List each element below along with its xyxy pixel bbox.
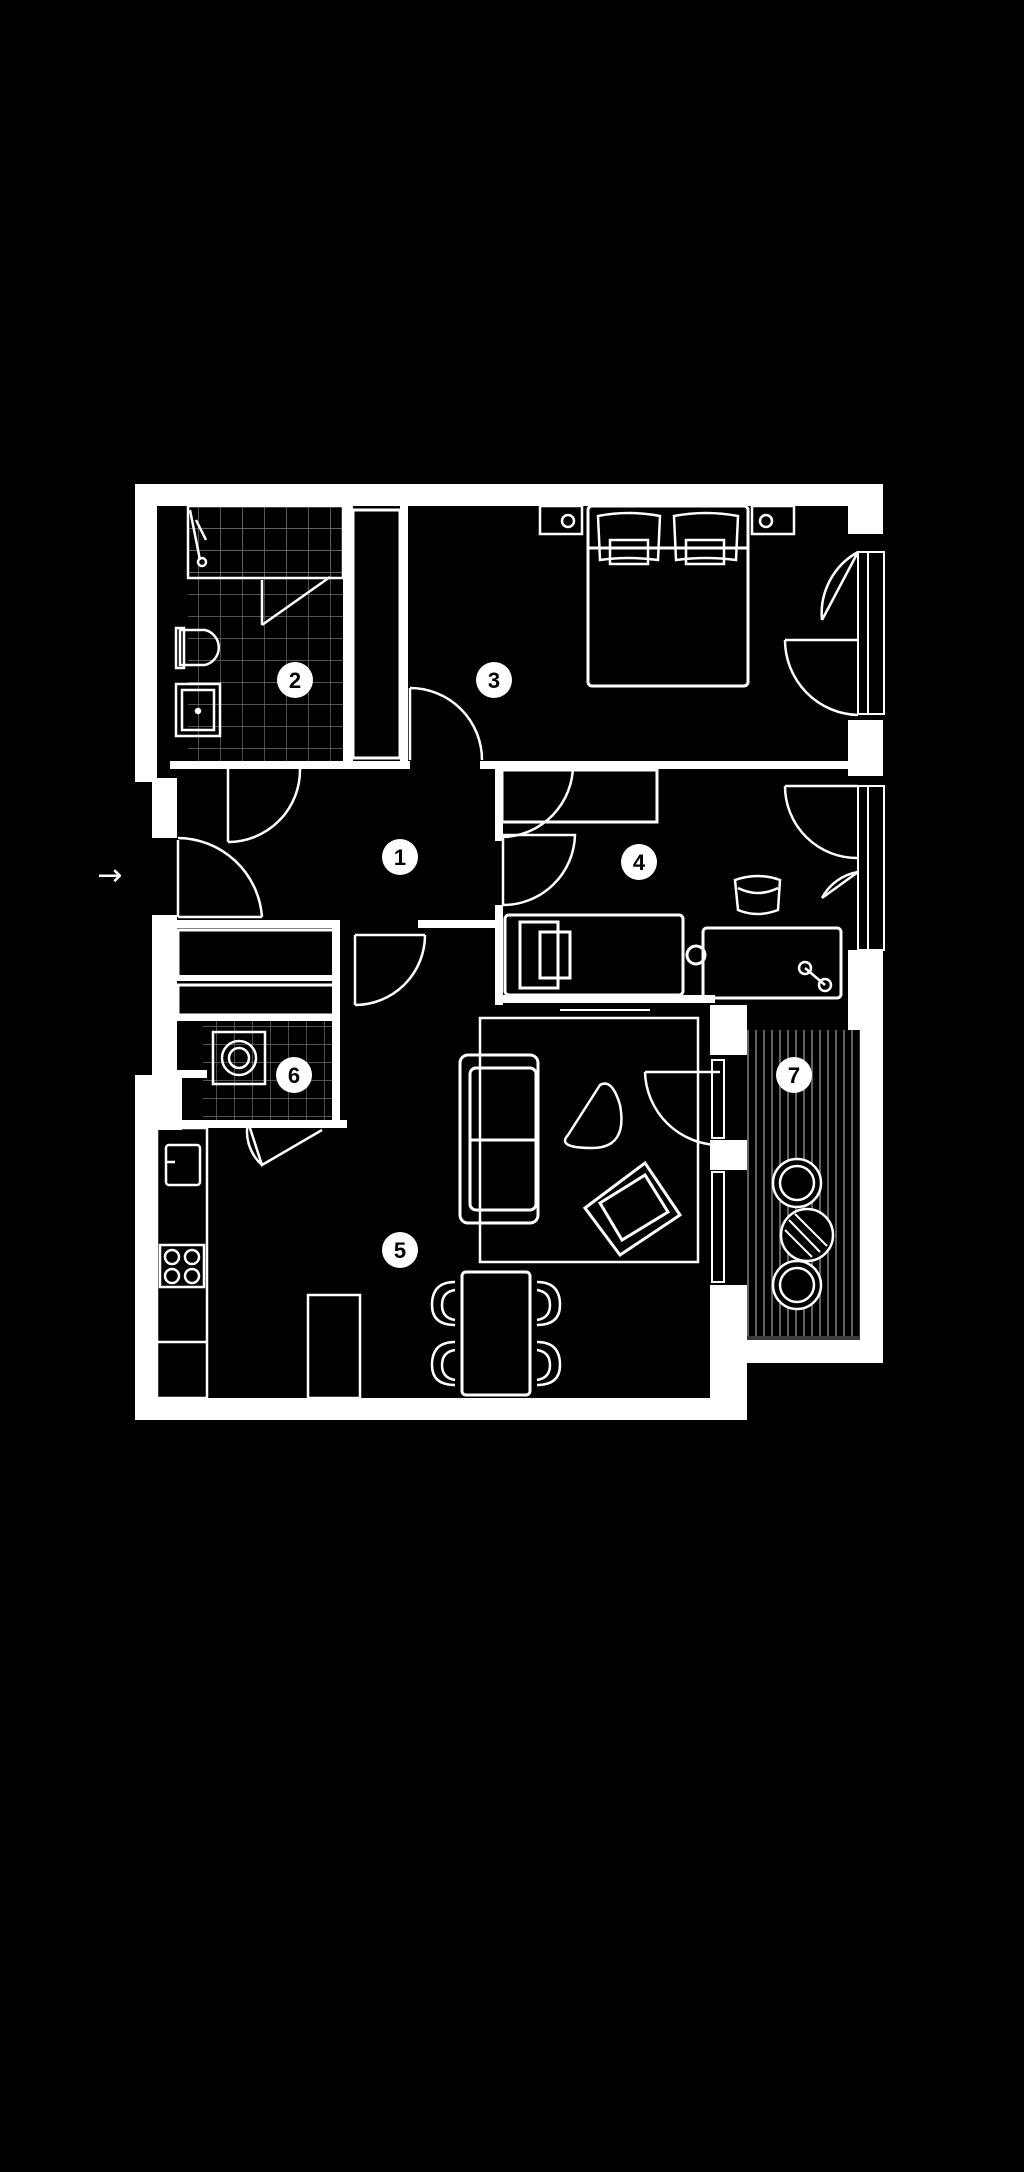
shower-icon (186, 504, 345, 580)
desk-icon (685, 926, 843, 1000)
room-label-bathroom: 2 (277, 662, 313, 698)
room-label-bedroom-2: 4 (621, 844, 657, 880)
utility-floor (203, 1020, 337, 1120)
door-icon (176, 550, 860, 1167)
room-label-hallway: 1 (382, 839, 418, 875)
dining-table-icon (460, 1270, 532, 1397)
room-label-living-kitchen: 5 (382, 1232, 418, 1268)
toilet-icon (174, 626, 221, 670)
coffee-table-icon (563, 1082, 623, 1150)
nightstand-icon (538, 504, 796, 536)
balcony-table-icon (779, 1207, 835, 1263)
balcony-chair-icon (771, 1157, 823, 1311)
lamp-icon (560, 513, 774, 529)
entrance-arrow-icon: → (97, 858, 122, 893)
room-number-bathroom: 2 (289, 668, 301, 693)
kitchen-sink-icon (164, 1143, 202, 1187)
armchair-icon (582, 1160, 683, 1258)
dining-chair-icon (430, 1280, 562, 1387)
room-number-living-kitchen: 5 (394, 1238, 406, 1263)
cooktop-icon (158, 1243, 206, 1289)
room-number-utility: 6 (288, 1063, 300, 1088)
room-number-bedroom: 3 (488, 668, 500, 693)
window-icon (289, 551, 885, 1415)
sofa-icon (458, 1053, 540, 1225)
entrance-arrow: → (97, 858, 122, 893)
room-label-bedroom: 3 (476, 662, 512, 698)
room-label-balcony: 7 (776, 1057, 812, 1093)
room-number-bedroom-2: 4 (633, 850, 646, 875)
room-label-utility: 6 (276, 1057, 312, 1093)
pillow-icon (596, 511, 740, 566)
lamp-icon (797, 960, 833, 993)
desk-chair-icon (733, 874, 782, 916)
kitchen-counter (155, 1126, 362, 1400)
walls (135, 484, 883, 1420)
bed-icon (503, 913, 685, 997)
room-number-hallway: 1 (394, 845, 406, 870)
wardrobe-icon (176, 508, 659, 1017)
room-number-balcony: 7 (788, 1063, 800, 1088)
bed-icon (586, 504, 750, 688)
bathroom-floor (188, 506, 343, 768)
washing-machine-icon (211, 1030, 267, 1086)
washbasin-icon (174, 682, 222, 738)
